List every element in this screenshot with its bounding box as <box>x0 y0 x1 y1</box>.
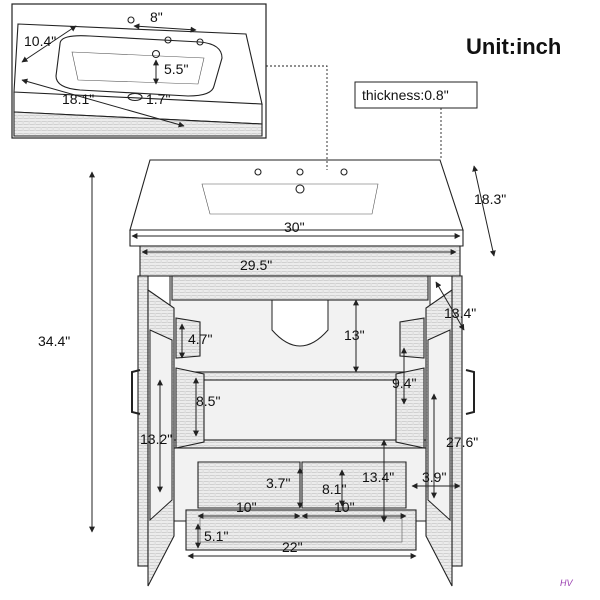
total-height-label: 34.4" <box>38 333 70 349</box>
door-height-label: 13.2" <box>140 431 172 447</box>
top-depth-label: 18.3" <box>474 191 506 207</box>
side-depth-line <box>435 281 465 331</box>
faucet-spacing-line <box>133 23 197 33</box>
drawer-inner-depth-label: 13.4" <box>362 469 394 485</box>
top-depth-line <box>472 165 496 257</box>
drawer-right-width-label: 10" <box>334 499 355 515</box>
drawer-height-label: 3.7" <box>266 475 290 491</box>
bottom-drawer-height-label: 5.1" <box>204 528 228 544</box>
bottom-drawer-width-label: 22" <box>282 539 303 555</box>
basin-depth-line <box>21 25 77 63</box>
drawer-left-width-label: 10" <box>236 499 257 515</box>
inner-width-label: 29.5" <box>240 257 272 273</box>
watermark: HV <box>560 578 573 588</box>
faucet-spacing-label: 8" <box>150 9 163 25</box>
thickness-box <box>354 81 478 109</box>
door-shelf-height-label: 9.4" <box>392 375 416 391</box>
door-depth-label: 3.9" <box>422 469 446 485</box>
drain-label: 1.7" <box>146 91 170 107</box>
basin-width-line <box>21 78 185 128</box>
shelf-gap-label: 4.7" <box>188 331 212 347</box>
bowl-depth-label: 5.5" <box>164 61 188 77</box>
side-depth-label: 13.4" <box>444 305 476 321</box>
drawer-depth-label: 8.1" <box>322 481 346 497</box>
thickness-label: thickness:0.8" <box>362 87 449 103</box>
top-width-label: 30" <box>284 219 305 235</box>
cutout-depth-label: 13" <box>344 327 365 343</box>
mid-height-label: 8.5" <box>196 393 220 409</box>
cabinet-height-label: 27.6" <box>446 434 478 450</box>
sink-detail-inset <box>11 3 267 139</box>
inset-leader <box>266 65 328 170</box>
unit-title: Unit:inch <box>466 34 561 59</box>
basin-depth-label: 10.4" <box>24 33 56 49</box>
basin-width-label: 18.1" <box>62 91 94 107</box>
